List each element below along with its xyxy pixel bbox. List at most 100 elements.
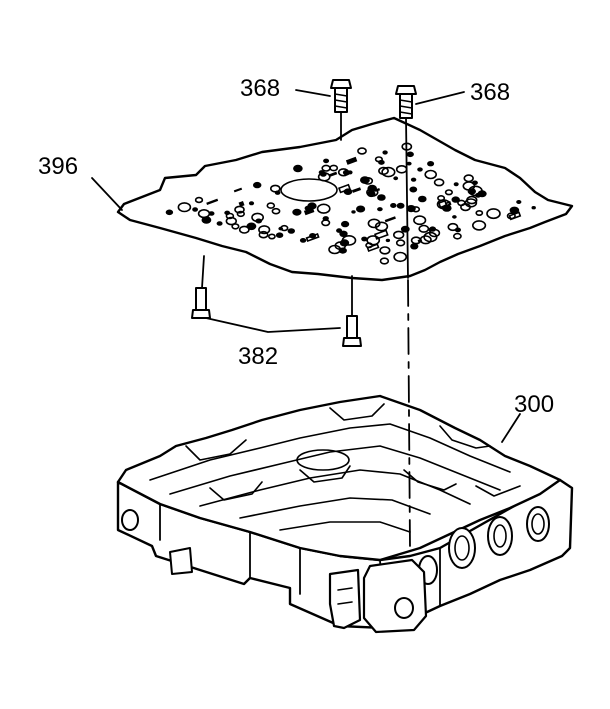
plate-hole [206,198,219,205]
plate-hole [305,232,320,243]
plate-hole [341,220,350,228]
plate-hole [278,226,284,231]
plate-hole [447,222,459,232]
plate-hole [467,188,476,195]
plate-hole [345,156,358,165]
plate-hole [444,200,452,207]
plate-hole [427,161,435,167]
plate-hole [424,169,438,180]
plate-hole [351,187,362,193]
plate-hole [365,242,373,249]
plate-hole [531,206,536,210]
plate-hole [238,201,245,207]
plate-hole [319,171,327,177]
plate-hole [433,178,445,187]
plate-hole [351,210,356,214]
plate-hole [472,220,487,231]
plate-hole [323,158,330,164]
plate-hole [337,183,351,194]
plate-hole [233,187,243,193]
plate-hole [322,217,328,221]
plate-hole [410,177,417,182]
plate-hole [194,196,204,204]
plate-hole [329,164,339,172]
plate-hole [339,239,350,247]
plate-hole [385,238,391,243]
plate-hole [258,225,271,235]
plate-hole [406,205,416,213]
alignment-lines [201,111,411,549]
plate-hole [393,176,399,181]
plate-hole [516,200,522,204]
bolt-382-right [342,315,362,347]
plate-hole [396,202,405,209]
plate-hole [417,238,423,243]
callout-368-left: 368 [240,75,280,102]
plate-hole [266,202,276,209]
plate-hole [234,205,245,214]
plate-hole [377,207,383,212]
plate-hole [444,189,454,196]
plate-hole [347,170,353,175]
plate-hole [316,203,331,214]
plate-hole [177,202,192,213]
plate-hole [475,210,484,217]
plate-hole [410,243,419,250]
plate-hole [216,221,223,226]
valve-bores [418,506,550,585]
plate-hole [192,207,199,212]
plate-hole [224,210,231,215]
plate-hole [395,239,406,247]
plate-hole [267,233,276,240]
plate-hole [374,187,381,192]
plate-hole [357,147,367,155]
plate-hole [409,186,418,193]
plate-hole [294,209,300,214]
plate-hole [452,215,457,219]
plate-hole [406,151,414,158]
plate-hole [428,228,441,238]
plate-hole [374,221,389,232]
plate-hole [197,209,211,219]
plate-hole [413,215,427,226]
plate-hole [382,150,388,155]
plate-hole [251,212,264,223]
plate-hole [274,190,281,195]
bolt-368-left [330,79,352,113]
plate-hole [417,167,423,172]
plate-hole [336,228,343,233]
plate-hole [339,230,348,237]
plate-hole [381,166,396,178]
plate-hole [367,184,378,193]
plate-hole [258,230,269,239]
plate-hole [509,206,520,214]
plate-hole [328,171,338,178]
plate-hole [452,232,462,240]
valve-body [116,394,574,634]
plate-hole [406,161,412,166]
plate-hole [165,209,174,216]
callout-382: 382 [238,343,278,370]
plate-hole [453,182,459,187]
bolt-368-right [395,85,417,119]
plate-hole [390,203,397,208]
plate-hole [253,181,262,189]
solenoid-connector [328,558,428,634]
plate-hole [418,224,430,233]
plate-hole [367,218,381,229]
plate-hole [362,176,374,185]
plate-hole [454,227,461,233]
plate-hole [377,194,386,201]
plate-hole [506,212,516,220]
plate-hole [338,247,347,254]
plate-hole [400,225,410,233]
plate-hole [477,190,487,198]
plate-hole [287,228,295,234]
plate-hole [248,201,255,206]
plate-hole [238,225,250,234]
plate-hole [303,207,315,216]
plate-hole [457,199,466,207]
callout-396: 396 [38,153,78,180]
bolt-382-left [191,287,211,319]
